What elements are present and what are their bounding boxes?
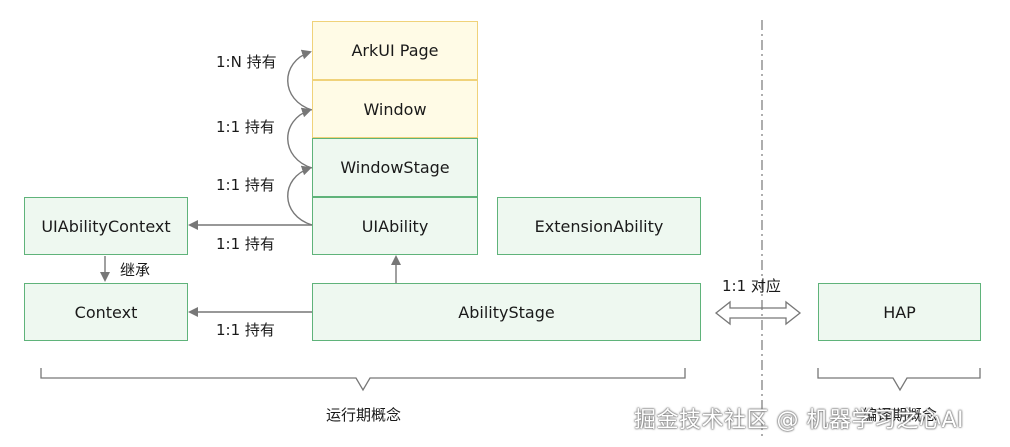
window-label: Window (363, 99, 427, 119)
window-box: Window (312, 80, 478, 138)
runtime-brace (40, 368, 686, 392)
label-ability-context: 1:1 持有 (216, 235, 275, 253)
double-arrow (714, 300, 802, 326)
window-stage-label: WindowStage (340, 158, 450, 177)
extension-ability-label: ExtensionAbility (534, 216, 664, 236)
arrow-window-to-page (287, 49, 313, 111)
label-window-stage: 1:1 持有 (216, 118, 275, 136)
ui-ability-context-box: UIAbilityContext (24, 197, 188, 255)
label-stage-ability: 1:1 持有 (216, 176, 275, 194)
compile-concept-label: 编译期概念 (862, 406, 938, 424)
label-stage-context: 1:1 持有 (216, 321, 275, 339)
ability-stage-box: AbilityStage (312, 283, 701, 341)
arkui-page-box: ArkUI Page (312, 21, 478, 80)
ui-ability-box: UIAbility (312, 197, 478, 255)
ui-ability-label: UIAbility (361, 216, 429, 236)
ability-stage-label: AbilityStage (458, 302, 555, 322)
arrow-stage-to-window (287, 107, 313, 169)
hap-box: HAP (818, 283, 981, 341)
ui-ability-context-label: UIAbilityContext (41, 216, 171, 236)
label-correspond: 1:1 对应 (722, 277, 781, 295)
label-inherit: 继承 (120, 261, 151, 279)
label-page-window: 1:N 持有 (216, 53, 277, 71)
arkui-page-label: ArkUI Page (351, 41, 439, 60)
context-box: Context (24, 283, 188, 341)
runtime-concept-label: 运行期概念 (326, 406, 402, 424)
context-label: Context (74, 302, 138, 322)
compile-brace (817, 368, 981, 392)
extension-ability-box: ExtensionAbility (497, 197, 701, 255)
window-stage-box: WindowStage (312, 138, 478, 197)
arrow-ability-to-stage (287, 165, 313, 226)
hap-label: HAP (883, 302, 916, 322)
watermark: 掘金技术社区 @ 机器学习之心AI (634, 408, 965, 433)
